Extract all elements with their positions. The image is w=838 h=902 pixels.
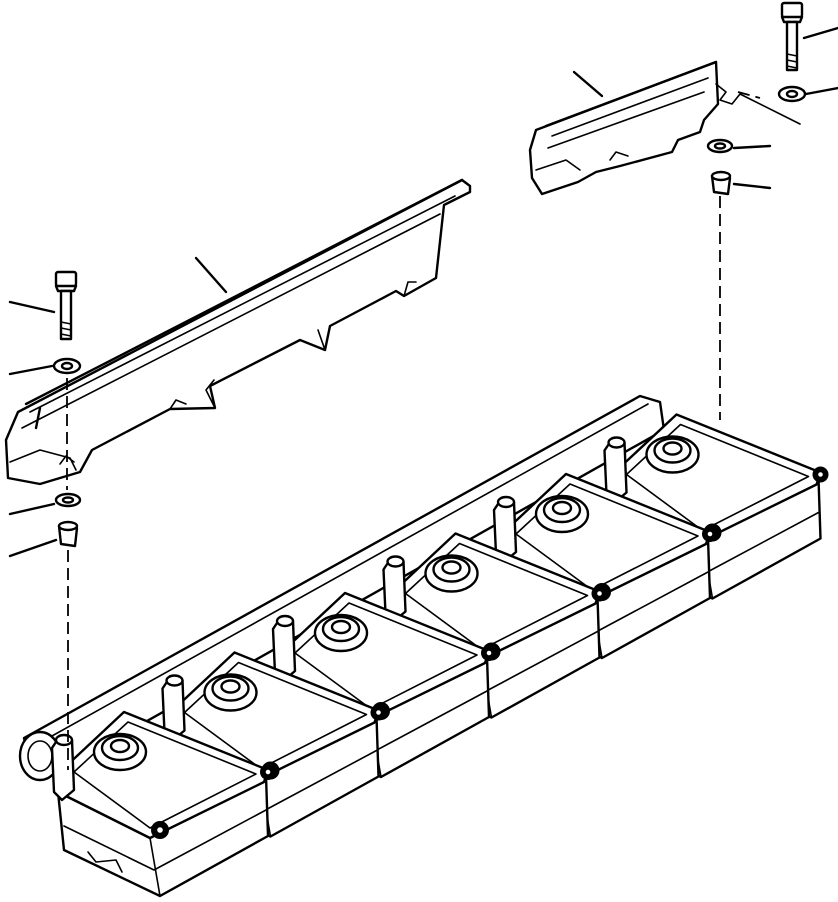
washer-left-lower [8, 492, 82, 516]
cover-right [528, 60, 801, 196]
cover-left [4, 178, 472, 486]
bolt-left [8, 270, 78, 341]
spacer-right [710, 170, 772, 196]
washer-right-upper [777, 85, 838, 103]
valve-cover-assembly [18, 394, 829, 898]
assembly-line-right-top [737, 91, 761, 99]
bolt-right [780, 1, 838, 72]
washer-left-upper [8, 357, 82, 376]
valve-cover-unit [603, 413, 829, 600]
spacer-left [8, 520, 79, 558]
washer-right-lower [706, 138, 772, 154]
valve-cover-unit [50, 710, 276, 898]
